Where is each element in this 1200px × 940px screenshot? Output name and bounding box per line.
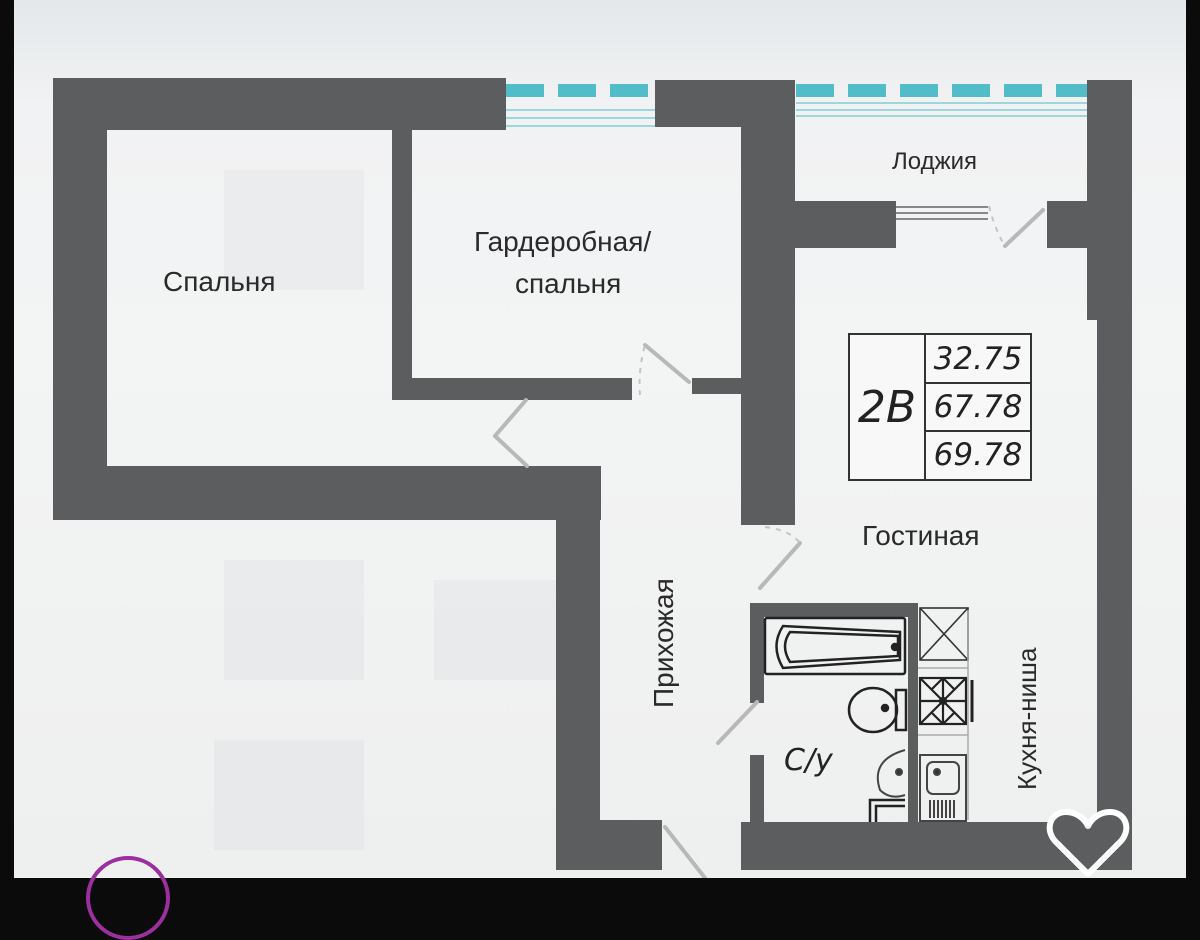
background-window-ghost	[214, 740, 364, 850]
apartment-code: 2В	[850, 335, 926, 479]
floor-plan	[53, 78, 1132, 878]
bathtub	[763, 616, 907, 676]
bathroom-sink	[876, 749, 906, 798]
room-label-bathroom: С/у	[784, 743, 833, 778]
kitchen-sink	[919, 754, 967, 822]
room-label-bedroom: Спальня	[163, 266, 276, 297]
room-label-hallway: Прихожая	[648, 578, 679, 708]
window-bedroom2	[506, 84, 655, 127]
background-window-ghost	[434, 580, 574, 680]
toilet	[847, 686, 908, 734]
background-window-ghost	[224, 170, 364, 290]
room-label-wardrobe-line2: спальня	[515, 268, 622, 299]
total-area-value: 67.78	[926, 383, 1030, 432]
doors	[493, 208, 1045, 878]
loggia-glass-door	[896, 206, 988, 220]
room-label-kitchen-niche: Кухня-ниша	[1012, 647, 1042, 790]
fridge	[919, 607, 969, 661]
window-loggia	[796, 84, 1088, 117]
story-ring-avatar[interactable]	[86, 856, 170, 940]
heart-icon[interactable]	[1046, 808, 1130, 878]
washing-machine	[868, 798, 905, 822]
room-label-living-room: Гостиная	[862, 520, 980, 551]
total-area-with-loggia-value: 69.78	[933, 436, 1023, 473]
background-window-ghost	[224, 560, 364, 680]
apartment-area-stamp: 2В 32.75 67.78 69.78	[848, 333, 1032, 481]
room-label-wardrobe-line1: Гардеробная/	[474, 226, 652, 257]
living-area-value: 32.75	[926, 335, 1030, 384]
walls	[53, 78, 1132, 870]
room-label-loggia: Лоджия	[892, 148, 978, 175]
stove	[918, 676, 974, 726]
